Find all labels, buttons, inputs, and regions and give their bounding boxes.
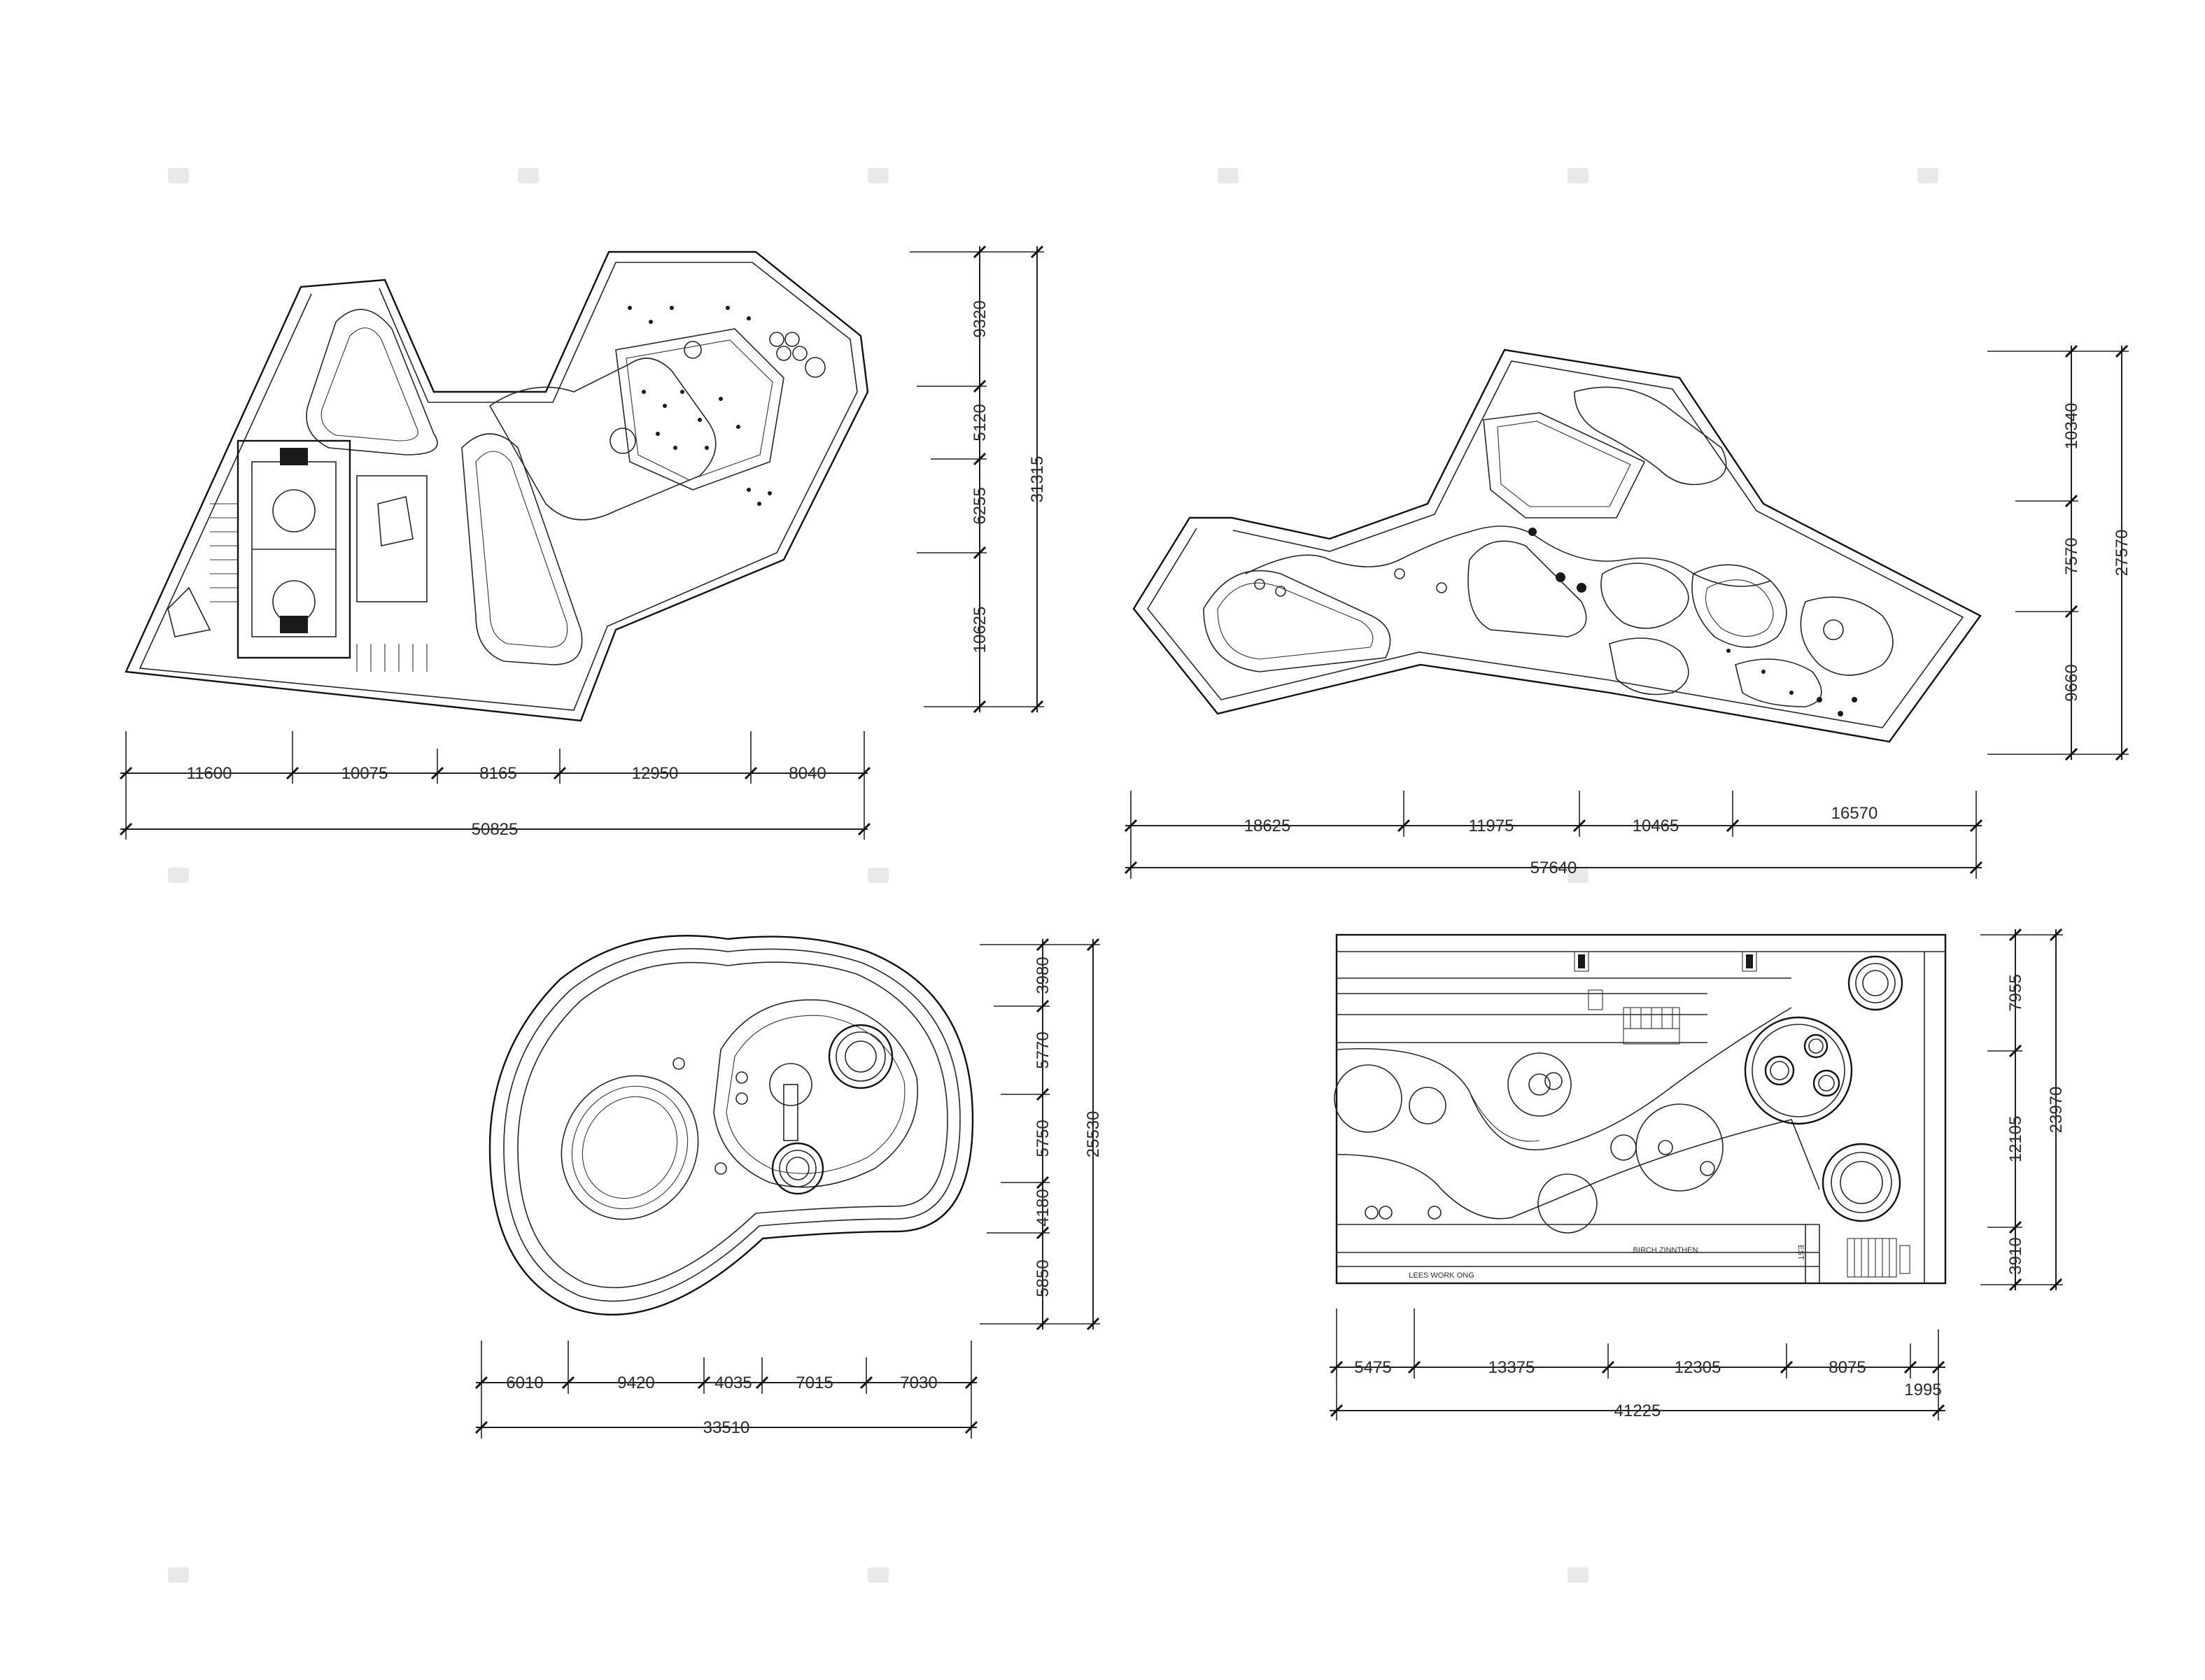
plan-d-dim-horizontal: 5475 13375 12305 8075 1995 41225	[1330, 1308, 1945, 1420]
plan-b-dim-vertical: 10340 7570 9660 27570	[1987, 344, 2132, 761]
dim-label: 12950	[632, 764, 679, 783]
dim-label: 9420	[617, 1374, 654, 1392]
plan-d-drawing: LEES WORK ONG BIRCH ZINNTHEN EST	[1334, 933, 1947, 1285]
dim-label: 7030	[900, 1374, 937, 1392]
dim-total-label: 57640	[1530, 859, 1577, 877]
dim-label: 12105	[2006, 1116, 2025, 1163]
dim-label: 6010	[506, 1374, 543, 1392]
dim-total-label: 33510	[703, 1418, 750, 1437]
dim-label: 12305	[1675, 1358, 1721, 1377]
dim-label: 4180	[1034, 1189, 1052, 1226]
plan-b-drawing	[1132, 348, 1982, 743]
plan-c-drawing	[488, 935, 974, 1316]
plan-c-dim-vertical: 3980 5770 5750 4180 5850 25530	[980, 938, 1103, 1331]
dim-label: 5475	[1354, 1358, 1391, 1377]
dim-total-label: 25530	[1084, 1111, 1103, 1158]
dim-label: 8165	[479, 764, 516, 783]
dim-label: 16570	[1831, 804, 1878, 823]
dim-label: 10340	[2062, 403, 2081, 450]
plan-a-dim-horizontal: 11600 10075 8165 12950 8040 50825	[119, 731, 871, 840]
dim-label: 7955	[2006, 974, 2025, 1011]
dim-label: 5770	[1034, 1031, 1052, 1068]
plan-d-dim-vertical: 7955 12105 3910 23970	[1980, 928, 2066, 1292]
dim-label: 10625	[971, 607, 989, 654]
dim-label: 5750	[1034, 1120, 1052, 1157]
dim-label: 7015	[796, 1374, 833, 1392]
dim-label: 6255	[971, 487, 989, 524]
dim-label: 9660	[2062, 664, 2081, 701]
dim-total-label: 23970	[2047, 1087, 2066, 1134]
dim-label: 8075	[1829, 1358, 1866, 1377]
plan-b-dim-horizontal: 18625 11975 10465 16570 57640	[1124, 791, 1983, 879]
dim-label: 8040	[789, 764, 826, 783]
dim-label: 3980	[1034, 957, 1052, 994]
dim-label: 13375	[1488, 1358, 1535, 1377]
dim-label: 4035	[714, 1374, 752, 1392]
dim-label: 5120	[971, 404, 989, 441]
dim-total-label: 31315	[1028, 456, 1047, 503]
dim-label: 10465	[1633, 817, 1679, 835]
dim-label: 7570	[2062, 537, 2081, 574]
plan-a-site-boundary	[125, 250, 869, 722]
plan-a-drawing	[125, 250, 869, 722]
dim-total-label: 27570	[2113, 530, 2132, 577]
plan-a-sports-court	[237, 439, 351, 659]
dim-label: 9320	[971, 300, 989, 337]
plan-d-label: BIRCH ZINNTHEN	[1633, 1246, 1698, 1255]
plan-d-label: EST	[1796, 1245, 1805, 1260]
dim-label: 11975	[1469, 817, 1514, 835]
watermark-marks	[168, 168, 1938, 1583]
dim-label: 5850	[1034, 1259, 1052, 1297]
dim-label: 11600	[187, 764, 232, 783]
dim-label: 1995	[1904, 1381, 1941, 1399]
dim-label: 18625	[1244, 817, 1291, 835]
dim-label: 3910	[2006, 1237, 2025, 1274]
plan-b-site-boundary	[1132, 348, 1982, 743]
dim-total-label: 41225	[1614, 1402, 1661, 1420]
dim-total-label: 50825	[472, 820, 519, 839]
plan-c-site-boundary	[488, 935, 974, 1316]
dim-label: 10075	[341, 764, 388, 783]
plan-a-dim-vertical: 9320 5120 6255 10625 31315	[910, 245, 1047, 714]
plan-c-dim-horizontal: 6010 9420 4035 7015 7030 33510	[474, 1341, 978, 1439]
plan-d-label: LEES WORK ONG	[1409, 1271, 1474, 1280]
